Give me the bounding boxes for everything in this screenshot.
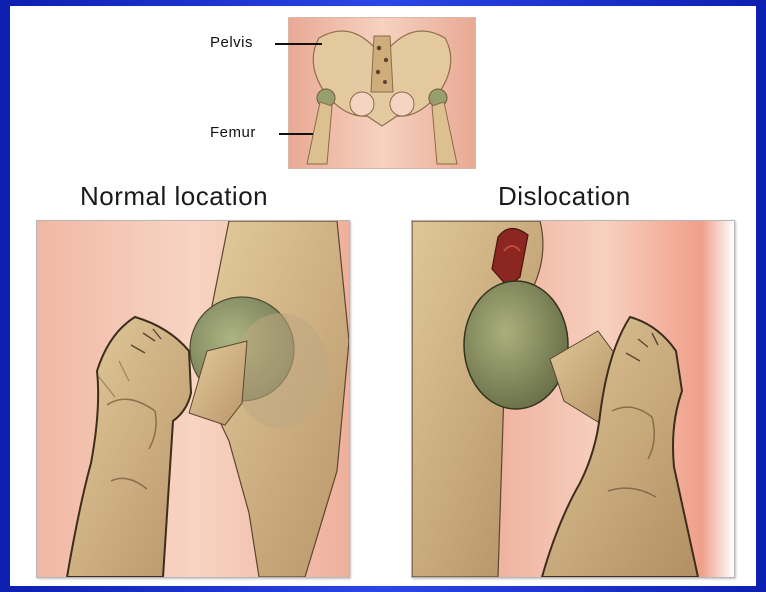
pelvis-pointer-line <box>275 43 322 45</box>
femur-pointer-line <box>279 133 313 135</box>
dislocation-caption: Dislocation <box>498 181 631 212</box>
pelvis-label: Pelvis <box>210 34 253 51</box>
normal-hip-illustration <box>37 221 349 577</box>
normal-location-caption: Normal location <box>80 181 268 212</box>
pelvis-overview-illustration <box>288 17 476 169</box>
diagram-canvas: Pelvis Femur Normal location Dislocation <box>10 6 756 586</box>
dislocated-hip-panel <box>411 220 735 578</box>
normal-hip-panel <box>36 220 350 578</box>
dislocated-hip-illustration <box>412 221 734 577</box>
femur-label: Femur <box>210 124 256 141</box>
pelvis-overview-graphic <box>289 18 475 168</box>
